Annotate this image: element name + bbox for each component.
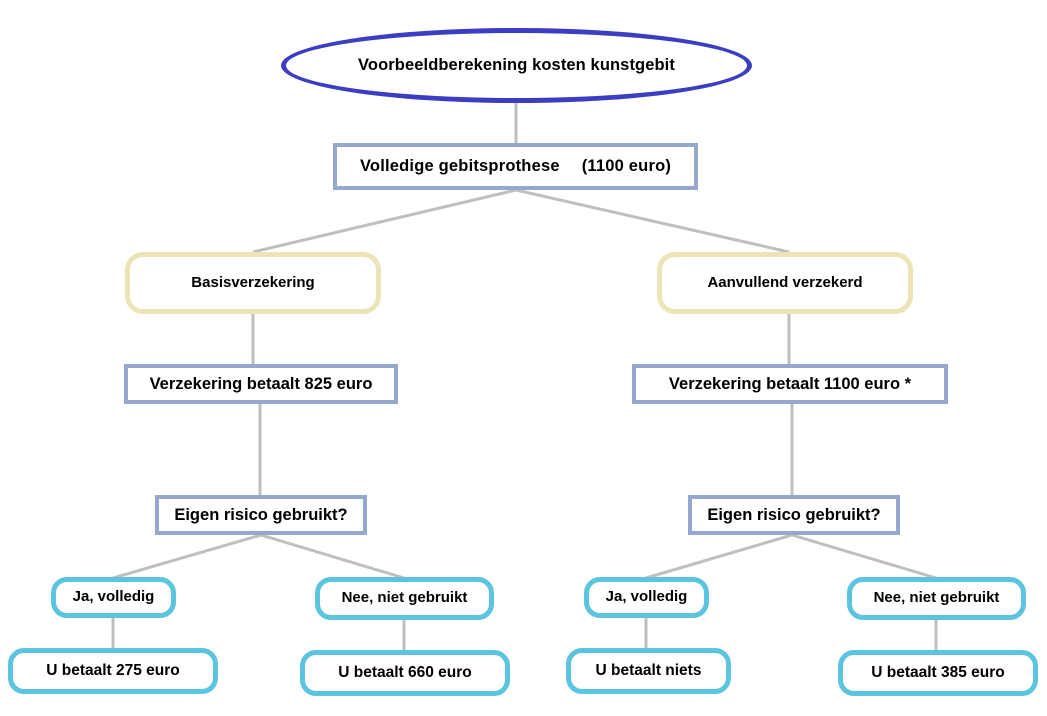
node-basisverzekering-label: Basisverzekering <box>191 273 315 291</box>
edge-risk-left-to-yes <box>112 533 262 580</box>
node-result-u-betaalt-385-label: U betaalt 385 euro <box>871 664 1005 682</box>
node-left-nee-niet-gebruikt[interactable]: Nee, niet gebruikt <box>315 577 494 620</box>
node-root-title[interactable]: Voorbeeldberekening kosten kunstgebit <box>281 28 752 103</box>
node-right-ja-volledig-label: Ja, volledig <box>605 588 688 606</box>
node-aanvullend-verzekerd-label: Aanvullend verzekerd <box>707 273 863 291</box>
node-verzekering-betaalt-1100[interactable]: Verzekering betaalt 1100 euro * <box>632 364 948 404</box>
node-eigen-risico-left-label: Eigen risico gebruikt? <box>174 505 348 524</box>
edge-prosthesis-to-basis <box>252 188 517 254</box>
node-result-u-betaalt-660[interactable]: U betaalt 660 euro <box>300 650 510 696</box>
node-left-nee-niet-gebruikt-label: Nee, niet gebruikt <box>341 589 468 607</box>
node-result-u-betaalt-niets-label: U betaalt niets <box>595 662 702 680</box>
node-eigen-risico-right[interactable]: Eigen risico gebruikt? <box>688 495 900 535</box>
node-prosthesis-text: Volledige gebitsprothese (1100 euro) <box>354 157 677 175</box>
node-right-nee-niet-gebruikt[interactable]: Nee, niet gebruikt <box>847 577 1026 620</box>
edge-prosthesis-to-aanvullend <box>515 188 790 254</box>
edge-risk-left-to-no <box>260 533 405 580</box>
node-result-u-betaalt-275[interactable]: U betaalt 275 euro <box>8 648 218 694</box>
node-result-u-betaalt-275-label: U betaalt 275 euro <box>46 662 180 680</box>
node-eigen-risico-right-label: Eigen risico gebruikt? <box>707 505 881 524</box>
node-prosthesis-cost: (1100 euro) <box>581 157 672 176</box>
node-prosthesis-label: Volledige gebitsprothese <box>359 157 560 176</box>
node-pay825-label: Verzekering betaalt 825 euro <box>149 374 373 393</box>
node-result-u-betaalt-660-label: U betaalt 660 euro <box>338 664 472 682</box>
node-result-u-betaalt-385[interactable]: U betaalt 385 euro <box>838 650 1038 696</box>
node-volledige-gebitsprothese[interactable]: Volledige gebitsprothese (1100 euro) <box>333 143 698 190</box>
node-eigen-risico-left[interactable]: Eigen risico gebruikt? <box>155 495 367 535</box>
edge-risk-right-to-yes <box>645 533 793 580</box>
node-left-ja-volledig[interactable]: Ja, volledig <box>51 577 176 618</box>
node-left-ja-volledig-label: Ja, volledig <box>72 588 155 606</box>
node-root-label: Voorbeeldberekening kosten kunstgebit <box>358 56 675 75</box>
node-basisverzekering[interactable]: Basisverzekering <box>125 252 381 314</box>
node-pay1100-label: Verzekering betaalt 1100 euro * <box>668 374 912 393</box>
node-verzekering-betaalt-825[interactable]: Verzekering betaalt 825 euro <box>124 364 398 404</box>
node-right-ja-volledig[interactable]: Ja, volledig <box>584 577 709 618</box>
node-aanvullend-verzekerd[interactable]: Aanvullend verzekerd <box>657 252 913 314</box>
edge-risk-right-to-no <box>791 533 937 580</box>
node-right-nee-niet-gebruikt-label: Nee, niet gebruikt <box>873 589 1000 607</box>
node-result-u-betaalt-niets[interactable]: U betaalt niets <box>566 648 731 694</box>
